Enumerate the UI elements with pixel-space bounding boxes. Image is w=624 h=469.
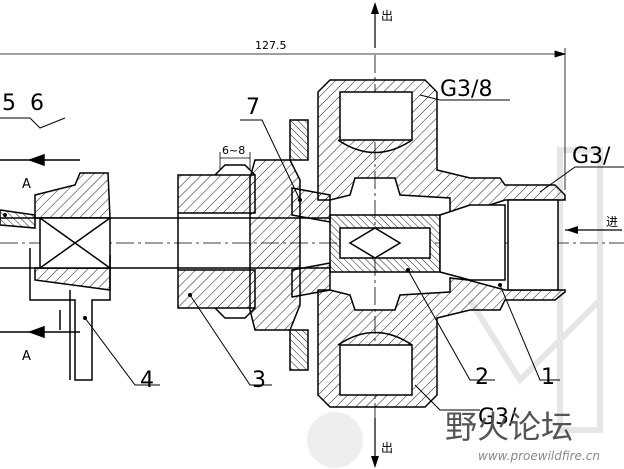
flow-label-top-out: 出 [381, 9, 393, 23]
part-number-2: 2 [475, 365, 489, 390]
overall-dimension-label: 127.5 [255, 39, 287, 52]
flow-label-bottom-out: 出 [381, 441, 393, 455]
part-number-4: 4 [140, 368, 154, 393]
leader-dots [3, 198, 502, 320]
part-3-union-nut [177, 164, 256, 319]
part-number-7: 7 [246, 95, 260, 120]
part-2-spool [329, 139, 506, 346]
gap-dimension-label: 6~8 [222, 144, 245, 157]
watermark-brand: 野火论坛 [445, 408, 573, 446]
part-number-5: 5 [2, 91, 16, 116]
bottom-outlet-arrow [371, 418, 379, 468]
section-arrows [0, 153, 80, 339]
top-outlet-arrow [371, 2, 379, 48]
part-number-6: 6 [30, 91, 44, 116]
watermark-graphic [307, 147, 603, 468]
part-number-1: 1 [541, 365, 555, 390]
watermark-url: www.proewildfire.cn [478, 449, 600, 463]
flow-label-right-in: 进 [606, 215, 618, 229]
thread-label-top: G3/8 [440, 77, 492, 102]
overall-dimension [0, 48, 567, 190]
section-mark-lower: A [22, 349, 31, 364]
part-number-3: 3 [252, 368, 266, 393]
part-7-seal [249, 119, 331, 371]
leader-lines [0, 94, 624, 411]
left-fitting [0, 172, 111, 291]
right-inlet-arrow [565, 226, 622, 234]
gap-dimension [219, 152, 251, 170]
thread-label-bottom: G3/ [478, 405, 517, 430]
section-mark-upper: A [22, 177, 31, 192]
part-1-tee-body [317, 79, 566, 408]
thread-label-right: G3/ [572, 144, 611, 169]
part-4-bracket [29, 248, 111, 381]
